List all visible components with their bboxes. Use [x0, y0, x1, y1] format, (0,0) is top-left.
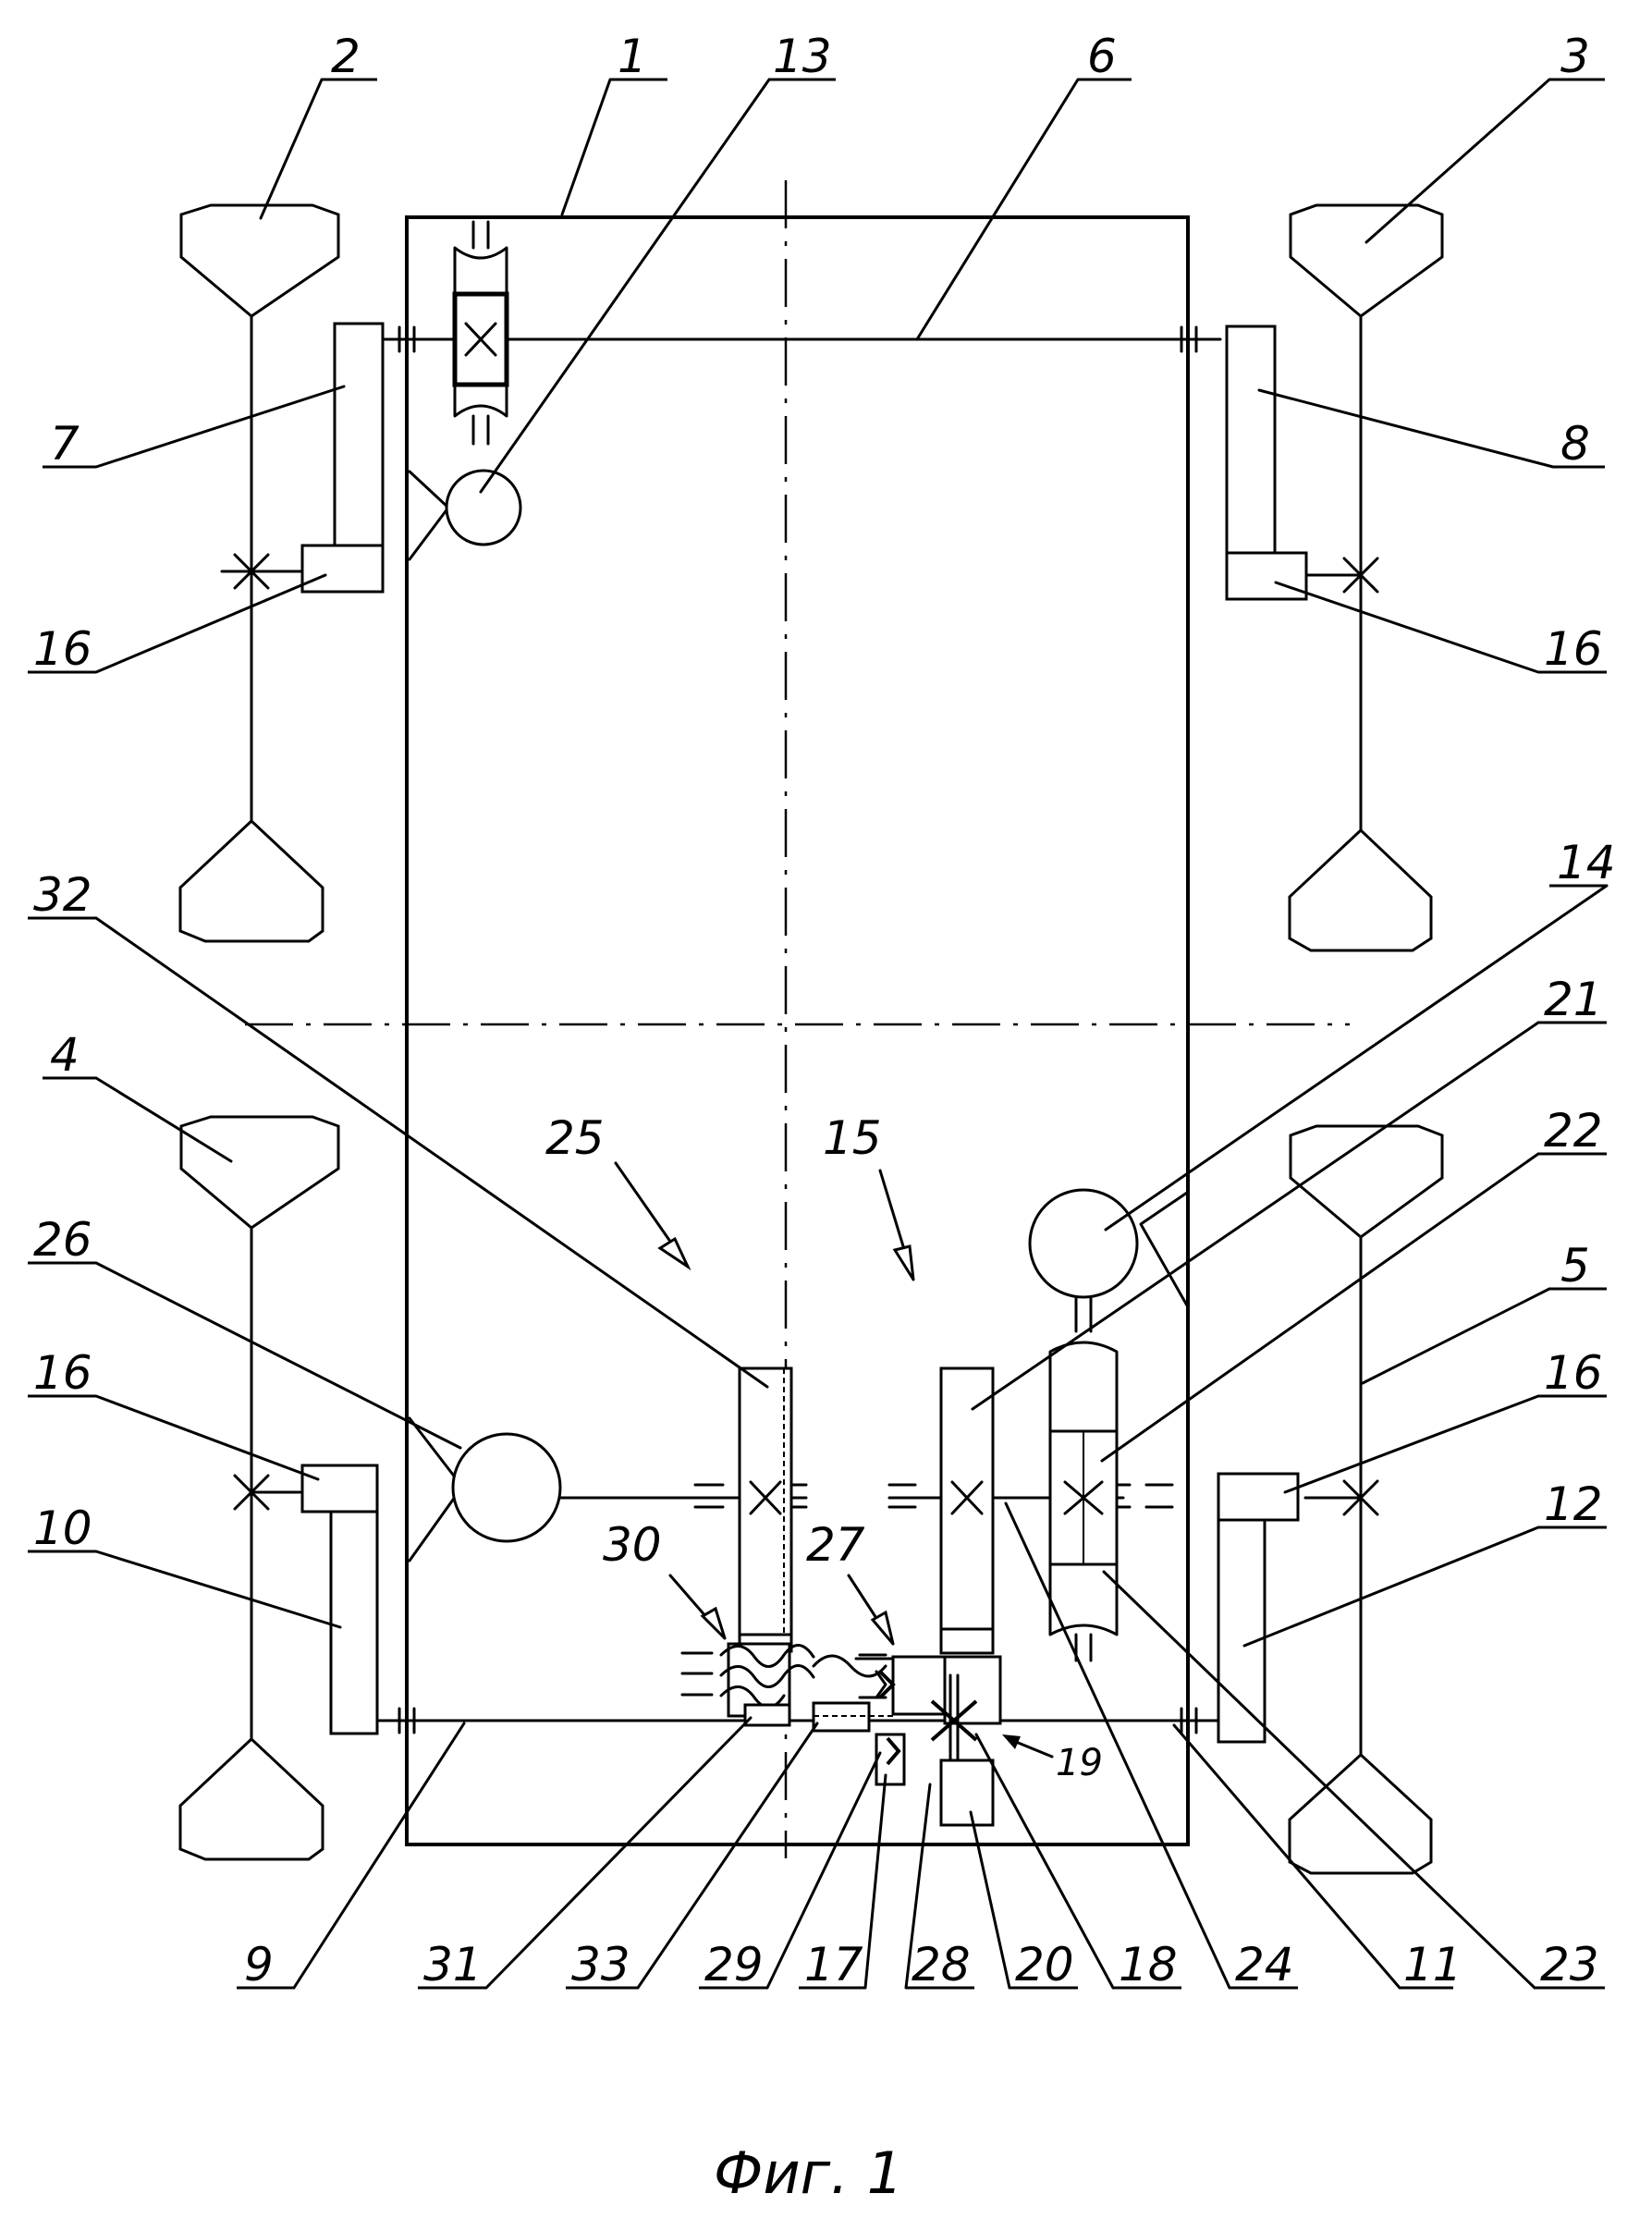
label-24: 24 — [1235, 1938, 1294, 1991]
label-31: 31 — [423, 1938, 483, 1991]
label-16-rear-left: 16 — [33, 1346, 92, 1400]
arrow-25 — [616, 1163, 688, 1267]
reference-numerals: 2 1 13 6 3 7 8 16 16 14 32 21 4 25 15 22… — [33, 30, 1616, 1991]
label-15: 15 — [823, 1111, 882, 1165]
label-12: 12 — [1544, 1477, 1603, 1531]
label-5: 5 — [1560, 1239, 1590, 1293]
arrow-27 — [849, 1575, 893, 1644]
label-16-front-left: 16 — [33, 622, 92, 676]
label-33: 33 — [571, 1938, 630, 1991]
label-20: 20 — [1015, 1938, 1074, 1991]
label-28: 28 — [912, 1938, 971, 1991]
rear-left-reducer-10 — [302, 1465, 377, 1734]
label-9: 9 — [244, 1938, 274, 1991]
gear-wheel-32 — [740, 1368, 791, 1651]
label-1: 1 — [618, 30, 647, 83]
worm-gear-22 — [1050, 1298, 1117, 1660]
label-18: 18 — [1119, 1938, 1178, 1991]
label-32: 32 — [33, 868, 92, 922]
motor-14 — [1030, 1190, 1187, 1305]
drive-15-shaft — [889, 1485, 1172, 1507]
front-left-reducer-7 — [302, 324, 383, 592]
arrow-19 — [1002, 1734, 1052, 1757]
label-8: 8 — [1560, 417, 1590, 471]
rear-right-reducer-12 — [1218, 1474, 1298, 1742]
label-27: 27 — [806, 1518, 865, 1572]
label-19: 19 — [1056, 1742, 1103, 1784]
label-16-rear-right: 16 — [1544, 1346, 1603, 1400]
label-26: 26 — [33, 1213, 92, 1267]
label-2: 2 — [331, 30, 361, 83]
leader-lines — [28, 80, 1607, 1988]
label-22: 22 — [1544, 1104, 1603, 1158]
label-30: 30 — [603, 1518, 662, 1572]
slider-33 — [814, 1703, 895, 1731]
label-16-front-right: 16 — [1544, 622, 1603, 676]
figure-caption: Фиг. 1 — [714, 2139, 903, 2207]
label-7: 7 — [50, 417, 80, 471]
label-29: 29 — [704, 1938, 764, 1991]
gear-wheel-21 — [941, 1368, 993, 1653]
vehicle-frame — [407, 217, 1188, 1844]
arrow-30 — [670, 1575, 725, 1638]
label-17: 17 — [804, 1938, 863, 1991]
label-21: 21 — [1544, 973, 1603, 1026]
label-13: 13 — [773, 30, 832, 83]
label-4: 4 — [50, 1028, 80, 1082]
front-right-wheel — [1290, 205, 1442, 950]
front-right-reducer-8 — [1227, 326, 1306, 599]
label-23: 23 — [1540, 1938, 1599, 1991]
arrow-15 — [880, 1170, 913, 1280]
label-14: 14 — [1557, 836, 1616, 889]
front-motor-13 — [410, 471, 520, 559]
label-25: 25 — [545, 1111, 605, 1165]
label-11: 11 — [1403, 1938, 1462, 1991]
label-10: 10 — [33, 1501, 92, 1555]
label-6: 6 — [1087, 30, 1117, 83]
front-worm-gear — [455, 222, 507, 444]
label-3: 3 — [1560, 30, 1590, 83]
